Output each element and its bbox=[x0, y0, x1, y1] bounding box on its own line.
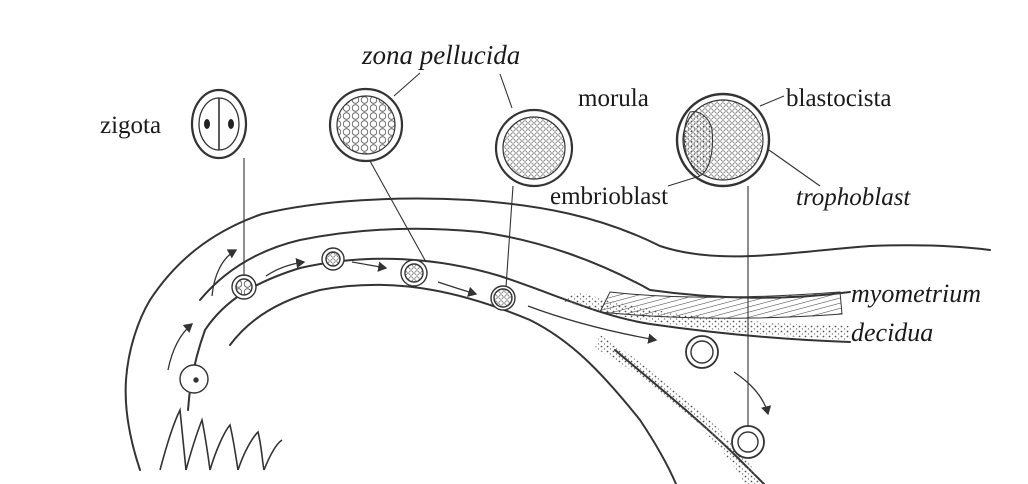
zona-pellucida-label: zona pellucida bbox=[362, 42, 520, 69]
embrioblast-label: embrioblast bbox=[550, 184, 668, 209]
trophoblast-label: trophoblast bbox=[796, 185, 910, 210]
fimbriae bbox=[160, 410, 282, 470]
zygote-cell bbox=[192, 90, 246, 158]
blastocyst-cell bbox=[677, 94, 769, 186]
cleavage-stage-cell bbox=[330, 89, 402, 161]
myometrium-label: myometrium bbox=[851, 281, 981, 307]
zigota-label: zigota bbox=[100, 113, 161, 138]
migration-arrows bbox=[168, 250, 768, 414]
morula-cell bbox=[496, 110, 572, 186]
decidua-label: decidua bbox=[851, 320, 933, 346]
decidua-layer bbox=[595, 335, 760, 484]
blastocista-label: blastocista bbox=[786, 86, 892, 111]
myometrium-band bbox=[600, 292, 842, 318]
morula-label: morula bbox=[578, 86, 649, 111]
